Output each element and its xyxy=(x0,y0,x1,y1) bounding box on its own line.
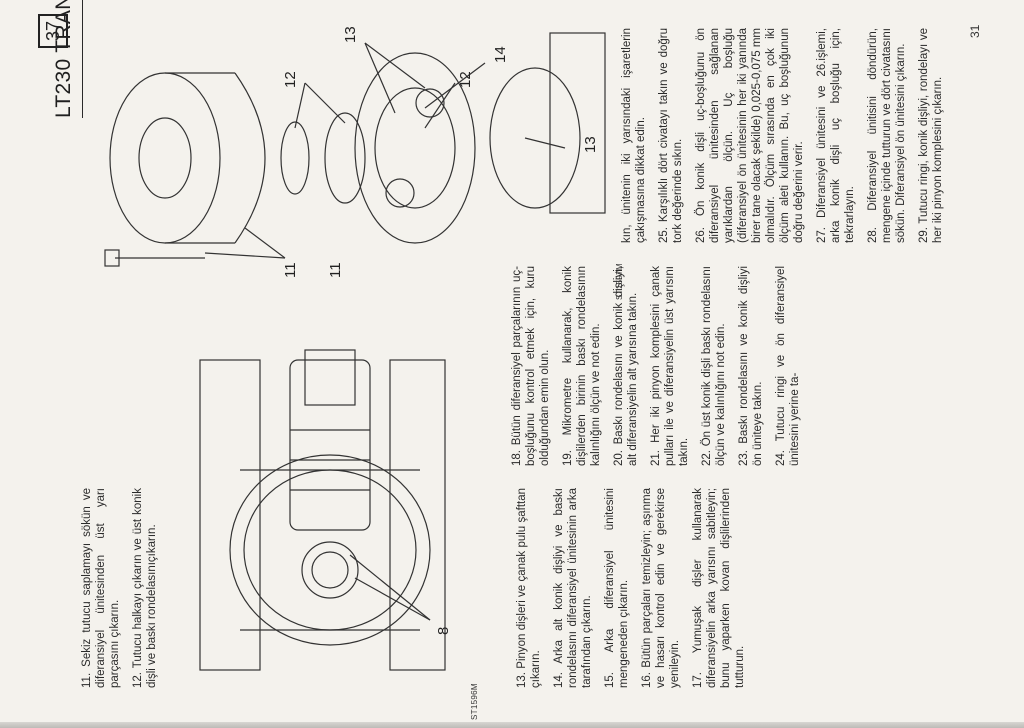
column-1-top-text: 11. Sekiz tutucu saplamayı sökün ve dife… xyxy=(80,488,168,688)
scan-bottom-edge xyxy=(0,722,1024,728)
callout-12-a: 12 xyxy=(282,71,299,88)
side-bevel-gear xyxy=(324,112,366,204)
step-14: 14. Arka alt konik dişliyi ve baskı rond… xyxy=(553,488,593,688)
step-17: 17. Yumuşak dişler kullanarak diferansiy… xyxy=(692,488,746,688)
step-21: 21. Her iki pinyon komplesini çanak pull… xyxy=(650,266,690,466)
column-2-text-block: 18. Bütün diferansiyel parçalarının uç-b… xyxy=(510,266,811,466)
step-18: 18. Bütün diferansiyel parçalarının uç-b… xyxy=(511,266,551,466)
step-11: 11. Sekiz tutucu saplamayı sökün ve dife… xyxy=(81,488,121,688)
step-25: 25. Karşılıklı dört civatayı takın ve do… xyxy=(658,28,684,243)
callout-12-b: 12 xyxy=(457,71,474,88)
vice-jaw-upper xyxy=(199,359,261,671)
figure-code: ST1596M xyxy=(470,683,479,720)
callout-14: 14 xyxy=(492,46,509,63)
step-23: 23. Baskı rondelasını ve konik dişliyi ö… xyxy=(738,266,764,466)
vice xyxy=(549,32,606,214)
figure-code: ST1597M xyxy=(615,263,624,300)
step-28: 28. Diferansiyel ünitisini döndürün, men… xyxy=(867,28,907,243)
step-24-cont: kın, ünitenin iki yarısındaki işaretleri… xyxy=(621,28,647,243)
step-15: 15. Arka diferansiyel ünitesini mengened… xyxy=(604,488,630,688)
callout-11-a: 11 xyxy=(282,262,299,278)
figure-st1597m: 11 11 12 13 12 14 13 ST1597M xyxy=(95,18,624,300)
section-number-box: 37 xyxy=(38,14,68,48)
retaining-ring xyxy=(354,52,476,244)
step-13: 13. Pinyon dişleri ve çanak pulu şafttan… xyxy=(516,488,542,688)
column-1-bottom-text: 13. Pinyon dişleri ve çanak pulu şafttan… xyxy=(515,488,756,688)
thrust-washer xyxy=(280,121,310,195)
step-22: 22. Ön üst konik dişli baskı rondelasını… xyxy=(701,266,727,466)
flange-disc xyxy=(229,454,431,646)
callout-13-a: 13 xyxy=(342,26,359,43)
output-shaft xyxy=(304,349,356,406)
figure-st1596m: 8 ST1596M xyxy=(180,340,480,720)
step-26: 26. Ön konik dişli uç-boşluğunu ön difer… xyxy=(695,28,805,243)
column-3-text: kın, ünitenin iki yarısındaki işaretleri… xyxy=(620,28,954,243)
lower-housing-half xyxy=(489,67,581,209)
step-19: 19. Mikrometre kullanarak, konik dişlile… xyxy=(562,266,602,466)
step-24: 24. Tutucu ringi ve ön diferansiyel ünit… xyxy=(775,266,801,466)
step-16: 16. Bütün parçaları temizleyin; aşınma v… xyxy=(641,488,681,688)
splined-gear xyxy=(301,541,359,599)
step-27: 27. Diferansiyel ünitesini ve 26.işlemi,… xyxy=(816,28,856,243)
diagram-differential-in-vice: 8 xyxy=(199,349,452,671)
callout-8: 8 xyxy=(435,627,452,635)
diagram-exploded-differential: 11 11 12 13 12 14 13 xyxy=(104,26,606,278)
vice-jaw-lower xyxy=(389,359,446,671)
step-12: 12. Tutucu halkayı çıkarın ve üst konik … xyxy=(132,488,158,688)
callout-13-b: 13 xyxy=(582,136,599,153)
diff-housing xyxy=(289,359,371,531)
pinion-assembly xyxy=(374,87,456,209)
upper-housing-half xyxy=(109,72,221,244)
step-29: 29. Tutucu ringi, konik dişliyi, rondela… xyxy=(918,28,944,243)
page-number: 31 xyxy=(968,24,982,38)
callout-11-b: 11 xyxy=(327,262,344,278)
